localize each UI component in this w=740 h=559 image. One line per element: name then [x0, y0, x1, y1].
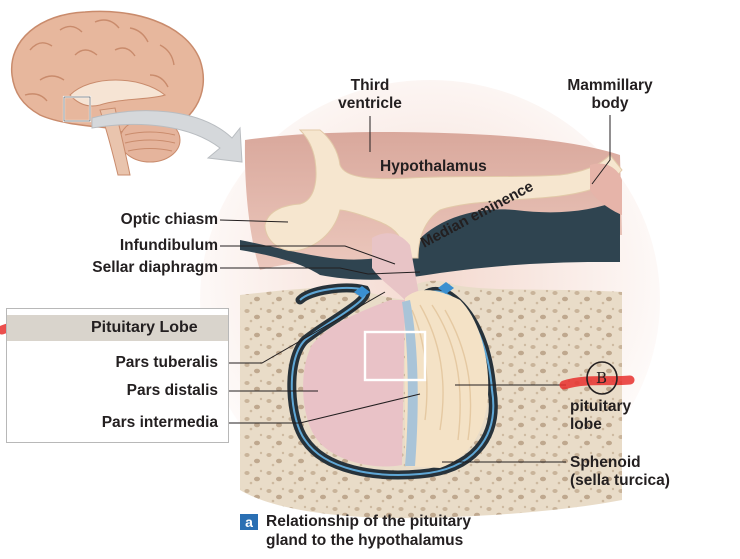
detail-square	[363, 330, 427, 382]
label-pars-intermedia: Pars intermedia	[101, 414, 218, 431]
caption-line2: gland to the hypothalamus	[266, 532, 464, 549]
label-pars-distalis: Pars distalis	[126, 382, 218, 399]
label-mammillary-line1: Mammillary	[567, 77, 653, 94]
diaphragm-accent-right	[438, 282, 454, 294]
brain-thumbnail	[10, 10, 205, 176]
brain-tissue	[264, 129, 623, 259]
label-infundibulum: Infundibulum	[119, 237, 218, 254]
infundibulum-stalk	[372, 233, 420, 300]
label-posterior-lobe: pituitary lobe	[570, 398, 631, 434]
dark-space	[240, 200, 620, 280]
label-third-ventricle: Third ventricle	[335, 77, 405, 113]
label-sphenoid-line1: Sphenoid	[570, 454, 641, 471]
magnify-arrow	[91, 110, 243, 163]
panel-title: Pituitary Lobe	[91, 319, 198, 336]
label-optic-chiasm: Optic chiasm	[120, 211, 218, 228]
anterior-lobe	[303, 300, 405, 467]
label-mammillary-line2: body	[591, 95, 629, 112]
label-pars-tuberalis: Pars tuberalis	[115, 354, 218, 371]
handwritten-circle-b	[586, 361, 618, 395]
handwritten-letter-b: B	[596, 369, 608, 387]
label-hypothalamus: Hypothalamus	[380, 158, 487, 175]
label-posterior-line2: lobe	[570, 416, 602, 433]
diaphragm-accent-left	[354, 286, 370, 298]
label-sellar-diaphragm: Sellar diaphragm	[92, 259, 218, 276]
leader-lines	[219, 115, 611, 463]
label-posterior-line1: pituitary	[570, 398, 632, 415]
marker-strike-right	[559, 375, 635, 390]
caption-badge: a	[240, 514, 258, 530]
label-third-ventricle-line1: Third	[350, 77, 390, 94]
caption-line1: Relationship of the pituitary	[266, 513, 471, 530]
label-third-ventricle-line2: ventricle	[338, 95, 402, 112]
anterior-lobe-panel: Pituitary Lobe	[6, 308, 229, 443]
label-sphenoid: Sphenoid (sella turcica)	[570, 454, 670, 490]
label-sphenoid-line2: (sella turcica)	[570, 472, 670, 489]
caption-text: Relationship of the pituitary gland to t…	[266, 512, 471, 550]
panel-header: Pituitary Lobe	[7, 315, 228, 341]
label-mammillary-body: Mammillary body	[560, 77, 660, 113]
pars-intermedia-band	[402, 300, 418, 466]
